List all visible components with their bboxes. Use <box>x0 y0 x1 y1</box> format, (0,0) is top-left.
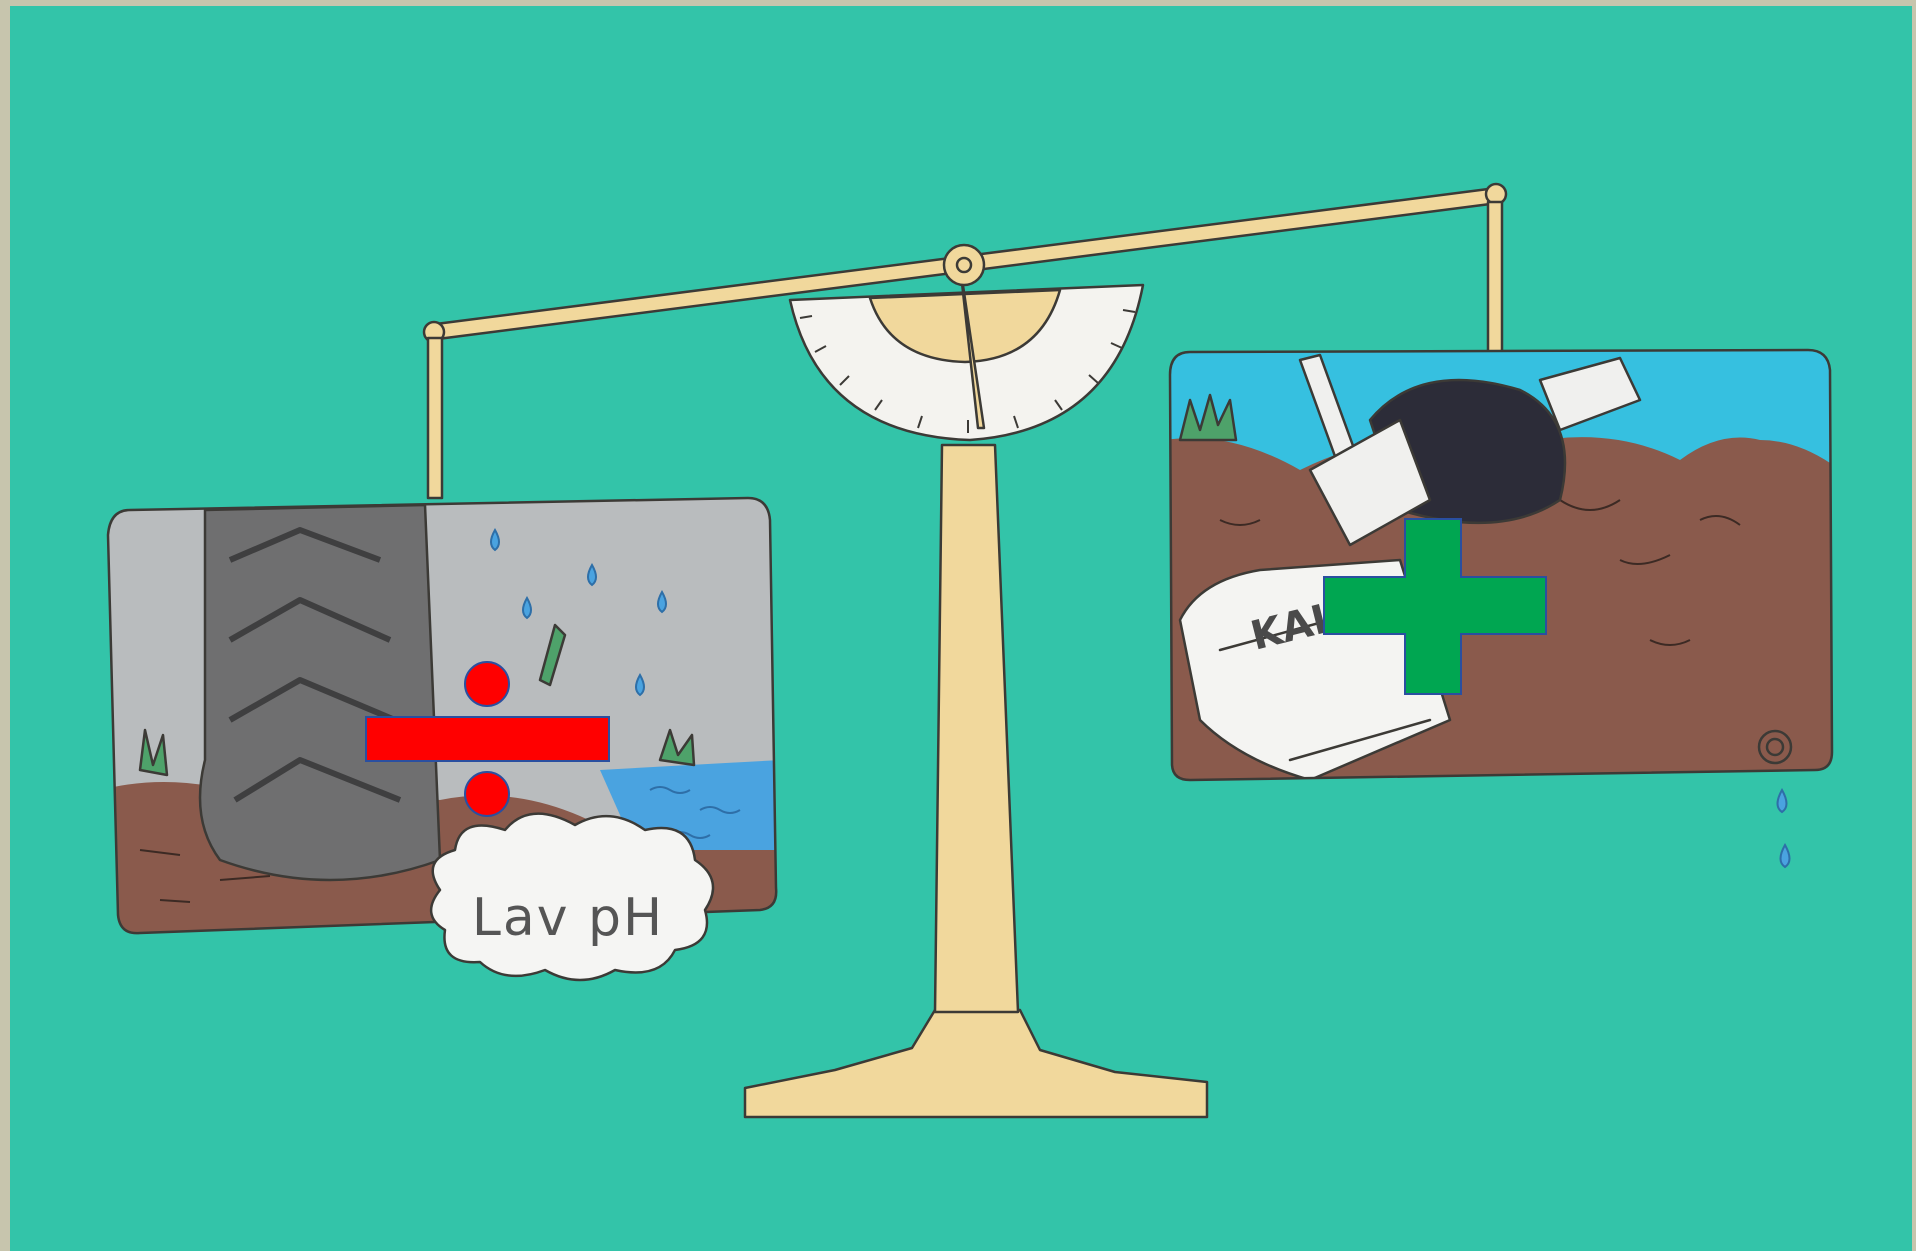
low-ph-cloud: Lav pH <box>431 814 713 980</box>
left-hanger <box>428 338 442 498</box>
low-ph-label: Lav pH <box>472 888 664 948</box>
tractor-tire-icon <box>200 505 440 880</box>
right-hanger <box>1488 202 1502 352</box>
